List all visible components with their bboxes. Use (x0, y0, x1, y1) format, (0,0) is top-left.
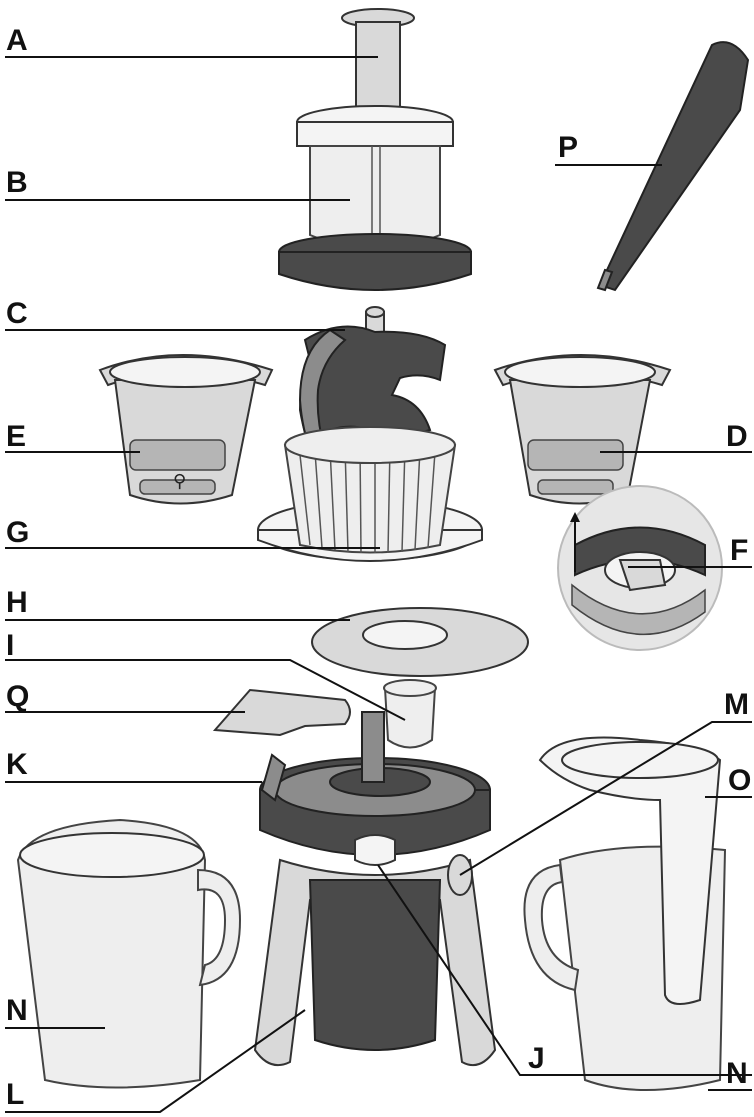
part-g-bowl (257, 426, 483, 562)
label-o: O (728, 764, 751, 797)
label-f: F (730, 534, 748, 567)
part-d-filter (493, 354, 672, 505)
label-p: P (558, 131, 578, 164)
label-b: B (6, 166, 28, 199)
label-d: D (726, 420, 748, 453)
label-i: I (6, 629, 14, 662)
part-o-n-right (523, 736, 727, 1091)
label-l: L (6, 1078, 24, 1111)
label-n-right: N (726, 1057, 748, 1090)
part-e-filter: ⚲ (98, 354, 274, 505)
label-a: A (6, 24, 28, 57)
svg-text:⚲: ⚲ (173, 471, 186, 492)
label-h: H (6, 586, 28, 619)
part-b-lid (278, 105, 472, 291)
label-n-left: N (6, 994, 28, 1027)
part-n-jug-left (16, 818, 242, 1089)
label-k: K (6, 748, 28, 781)
label-m: M (724, 688, 749, 721)
motor-base (253, 711, 497, 1066)
part-h-cover (311, 607, 529, 677)
part-labels: A B C E D G F H I Q M K O N N J L P (6, 24, 751, 1111)
part-i-spout (383, 679, 437, 749)
part-p-brush (596, 41, 750, 292)
leader-lines (5, 56, 752, 1113)
label-j: J (528, 1042, 545, 1075)
label-e: E (6, 420, 26, 453)
label-g: G (6, 516, 29, 549)
label-q: Q (6, 680, 29, 713)
label-c: C (6, 297, 28, 330)
part-q-tool (212, 688, 351, 737)
